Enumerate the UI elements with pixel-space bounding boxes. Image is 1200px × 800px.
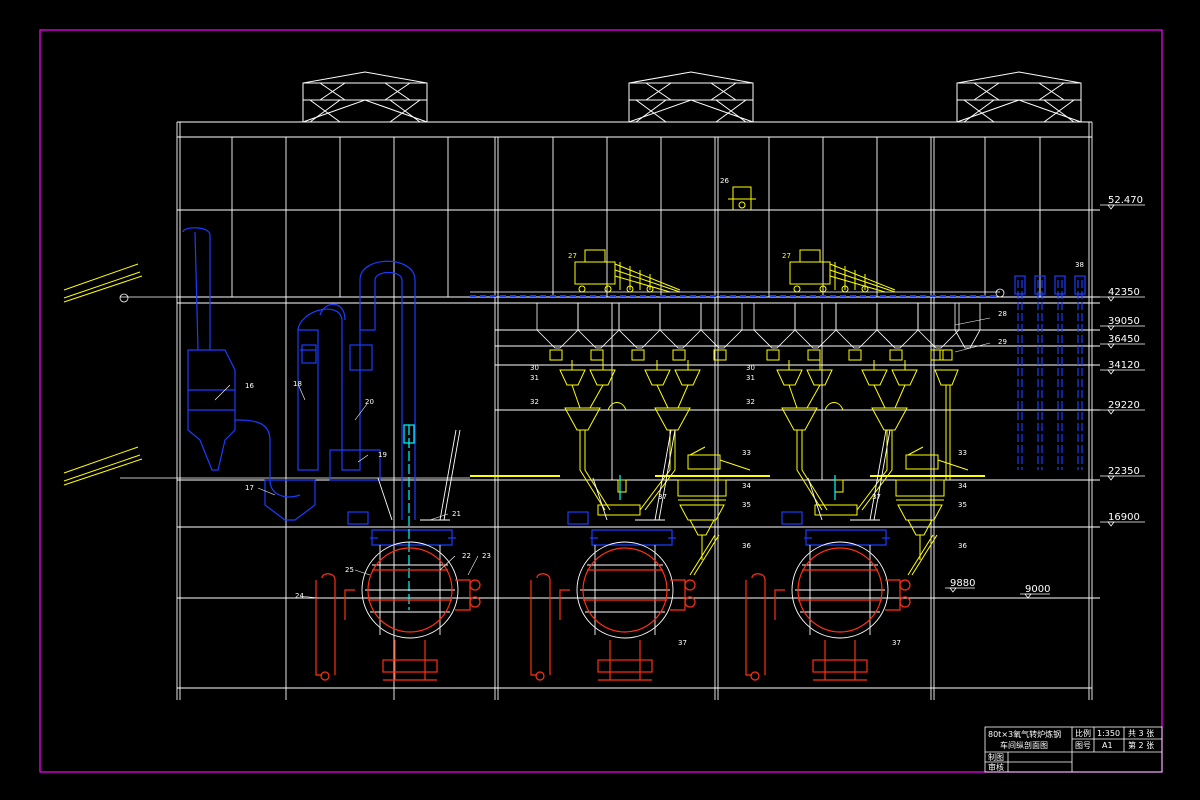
- tag-36a: 36: [742, 542, 751, 550]
- level-29220: 29220: [1108, 400, 1140, 411]
- drawn-by-label: 制图: [988, 752, 1004, 762]
- level-34120: 34120: [1108, 360, 1140, 371]
- title-block: 80t×3氧气转炉炼钢 车间纵剖面图 比例 1:350 共 3 张 图号 A1 …: [984, 726, 1163, 773]
- level-9880: 9880: [950, 578, 975, 589]
- tag-20: 20: [365, 398, 374, 406]
- tag-37b: 37: [872, 493, 881, 501]
- callout-leaders: [214, 317, 991, 599]
- scale-label: 比例: [1075, 728, 1091, 738]
- tag-33a: 33: [742, 449, 751, 457]
- bunker-row: [536, 302, 981, 349]
- tag-34b: 34: [958, 482, 967, 490]
- tag-23: 23: [482, 552, 491, 560]
- level-42350: 42350: [1108, 287, 1140, 298]
- ferroalloy-feeders: [470, 446, 985, 576]
- tag-22: 22: [462, 552, 471, 560]
- drawing-no: A1: [1102, 741, 1113, 750]
- drawing-no-label: 图号: [1075, 741, 1091, 750]
- top-belt-conveyor: [470, 291, 1000, 297]
- tag-32b: 32: [746, 398, 755, 406]
- level-9000: 9000: [1025, 584, 1050, 595]
- feed-system: [549, 349, 959, 516]
- reviewed-by-label: 审核: [988, 762, 1004, 772]
- tag-37a: 37: [658, 493, 667, 501]
- tag-25: 25: [345, 566, 354, 574]
- tag-28: 28: [998, 310, 1007, 318]
- level-39050: 39050: [1108, 316, 1140, 327]
- level-22350: 22350: [1108, 466, 1140, 477]
- charging-trolleys: [574, 186, 896, 293]
- sheet-no: 第 2 张: [1128, 740, 1154, 750]
- callout-tags: 26 27 27 38 16 17 18 20 19 21 22 23 25 2…: [245, 177, 1084, 647]
- scale-value: 1:350: [1097, 729, 1120, 738]
- tag-31a: 31: [530, 374, 539, 382]
- converters: [315, 429, 911, 681]
- tag-35b: 35: [958, 501, 967, 509]
- tag-30b: 30: [746, 364, 755, 372]
- tag-16: 16: [245, 382, 254, 390]
- sheets-total: 共 3 张: [1128, 729, 1154, 738]
- roof-monitors: [302, 71, 1082, 123]
- oxygen-lance: [403, 424, 836, 610]
- tag-27a: 27: [568, 252, 577, 260]
- tag-37c: 37: [678, 639, 687, 647]
- tag-31b: 31: [746, 374, 755, 382]
- tag-24: 24: [295, 592, 304, 600]
- tag-37d: 37: [892, 639, 901, 647]
- tag-38: 38: [1075, 261, 1084, 269]
- tag-17: 17: [245, 484, 254, 492]
- drawing-frame: [39, 29, 1163, 773]
- tag-30a: 30: [530, 364, 539, 372]
- tag-29: 29: [998, 338, 1007, 346]
- tag-32a: 32: [530, 398, 539, 406]
- gas-cleaning-system: [182, 227, 1086, 546]
- tag-26: 26: [720, 177, 729, 185]
- title-line-1: 80t×3氧气转炉炼钢: [988, 729, 1061, 739]
- tag-19: 19: [378, 451, 387, 459]
- tag-33b: 33: [958, 449, 967, 457]
- tag-27b: 27: [782, 252, 791, 260]
- tag-34a: 34: [742, 482, 751, 490]
- title-line-2: 车间纵剖面图: [1000, 740, 1048, 750]
- tag-36b: 36: [958, 542, 967, 550]
- level-36450: 36450: [1108, 334, 1140, 345]
- tag-35a: 35: [742, 501, 751, 509]
- tag-21: 21: [452, 510, 461, 518]
- tag-18: 18: [293, 380, 302, 388]
- elevation-markers: 52.470 42350 39050 36450 34120 29220 223…: [945, 195, 1145, 599]
- level-52470: 52.470: [1108, 195, 1143, 206]
- level-16900: 16900: [1108, 512, 1140, 523]
